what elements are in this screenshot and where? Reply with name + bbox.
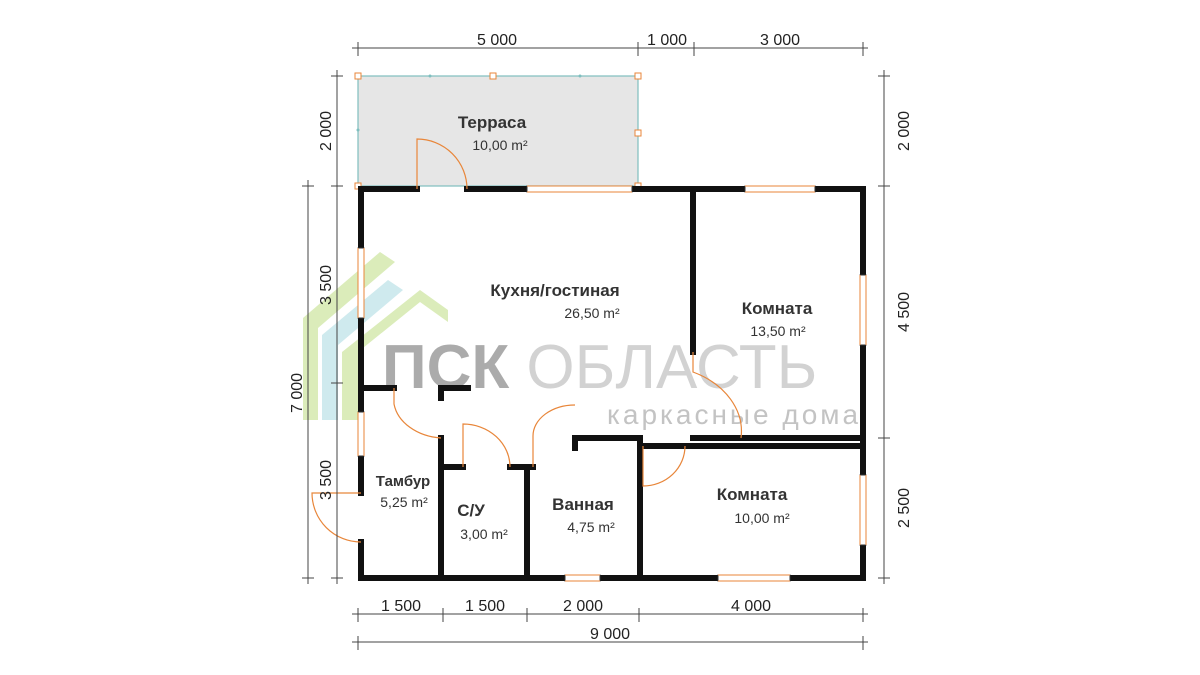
window-room2-right bbox=[859, 474, 867, 546]
window-room2-bottom bbox=[717, 574, 791, 582]
room-2-area: 10,00 m² bbox=[734, 510, 790, 526]
dim-bottom-total: 9 000 bbox=[590, 626, 630, 643]
dim-bottom-4: 4 000 bbox=[731, 598, 771, 615]
dim-top-1: 5 000 bbox=[477, 32, 517, 49]
dim-bottom-1: 1 500 bbox=[381, 598, 421, 615]
walls bbox=[358, 186, 866, 581]
room-kitchen-name: Кухня/гостиная bbox=[490, 281, 619, 300]
room-2-name: Комната bbox=[717, 485, 788, 504]
room-terrace-area: 10,00 m² bbox=[472, 137, 528, 153]
dim-top-3: 3 000 bbox=[760, 32, 800, 49]
door-wc bbox=[462, 423, 511, 468]
room-wc-area: 3,00 m² bbox=[460, 526, 508, 542]
watermark-brand: ПСК ОБЛАСТЬ bbox=[382, 333, 817, 402]
door-bath bbox=[532, 404, 576, 467]
door-room2 bbox=[642, 445, 686, 487]
window-room1-top bbox=[744, 185, 816, 193]
dim-left-2: 3 500 bbox=[318, 265, 335, 305]
dim-left-1: 2 000 bbox=[318, 111, 335, 151]
window-terrace-wall bbox=[526, 185, 633, 193]
room-wc-name: С/У bbox=[457, 501, 485, 520]
door-terrace bbox=[416, 138, 468, 190]
room-terrace-name: Терраса bbox=[458, 113, 527, 132]
watermark: ПСК ОБЛАСТЬ каркасные дома bbox=[303, 252, 861, 430]
room-kitchen-area: 26,50 m² bbox=[564, 305, 620, 321]
dim-bottom-3: 2 000 bbox=[563, 598, 603, 615]
window-vestibule-left bbox=[357, 411, 365, 457]
dim-right-1: 2 000 bbox=[896, 111, 913, 151]
room-bath-name: Ванная bbox=[552, 495, 614, 514]
room-bath-area: 4,75 m² bbox=[567, 519, 615, 535]
room-vestibule-name: Тамбур bbox=[376, 473, 430, 490]
dimension-lines bbox=[302, 42, 890, 650]
dim-right-3: 2 500 bbox=[896, 488, 913, 528]
room-labels: Терраса 10,00 m² Кухня/гостиная 26,50 m²… bbox=[376, 113, 813, 542]
room-vestibule-area: 5,25 m² bbox=[380, 494, 428, 510]
dim-top-2: 1 000 bbox=[647, 32, 687, 49]
dim-left-outer: 7 000 bbox=[289, 373, 306, 413]
door-entrance bbox=[311, 492, 362, 543]
dimension-labels: 5 000 1 000 3 000 1 500 1 500 2 000 4 00… bbox=[289, 32, 913, 643]
dim-left-3: 3 500 bbox=[318, 460, 335, 500]
door-room1 bbox=[692, 352, 743, 439]
dim-bottom-2: 1 500 bbox=[465, 598, 505, 615]
doors bbox=[311, 138, 743, 543]
dim-right-2: 4 500 bbox=[896, 292, 913, 332]
watermark-tagline: каркасные дома bbox=[607, 399, 861, 430]
room-1-area: 13,50 m² bbox=[750, 323, 806, 339]
room-1-name: Комната bbox=[742, 299, 813, 318]
window-bath-bottom bbox=[564, 574, 601, 582]
door-vestibule-kitchen bbox=[393, 388, 442, 439]
window-kitchen-left bbox=[357, 247, 365, 319]
window-room1-right bbox=[859, 274, 867, 346]
windows bbox=[357, 185, 867, 582]
